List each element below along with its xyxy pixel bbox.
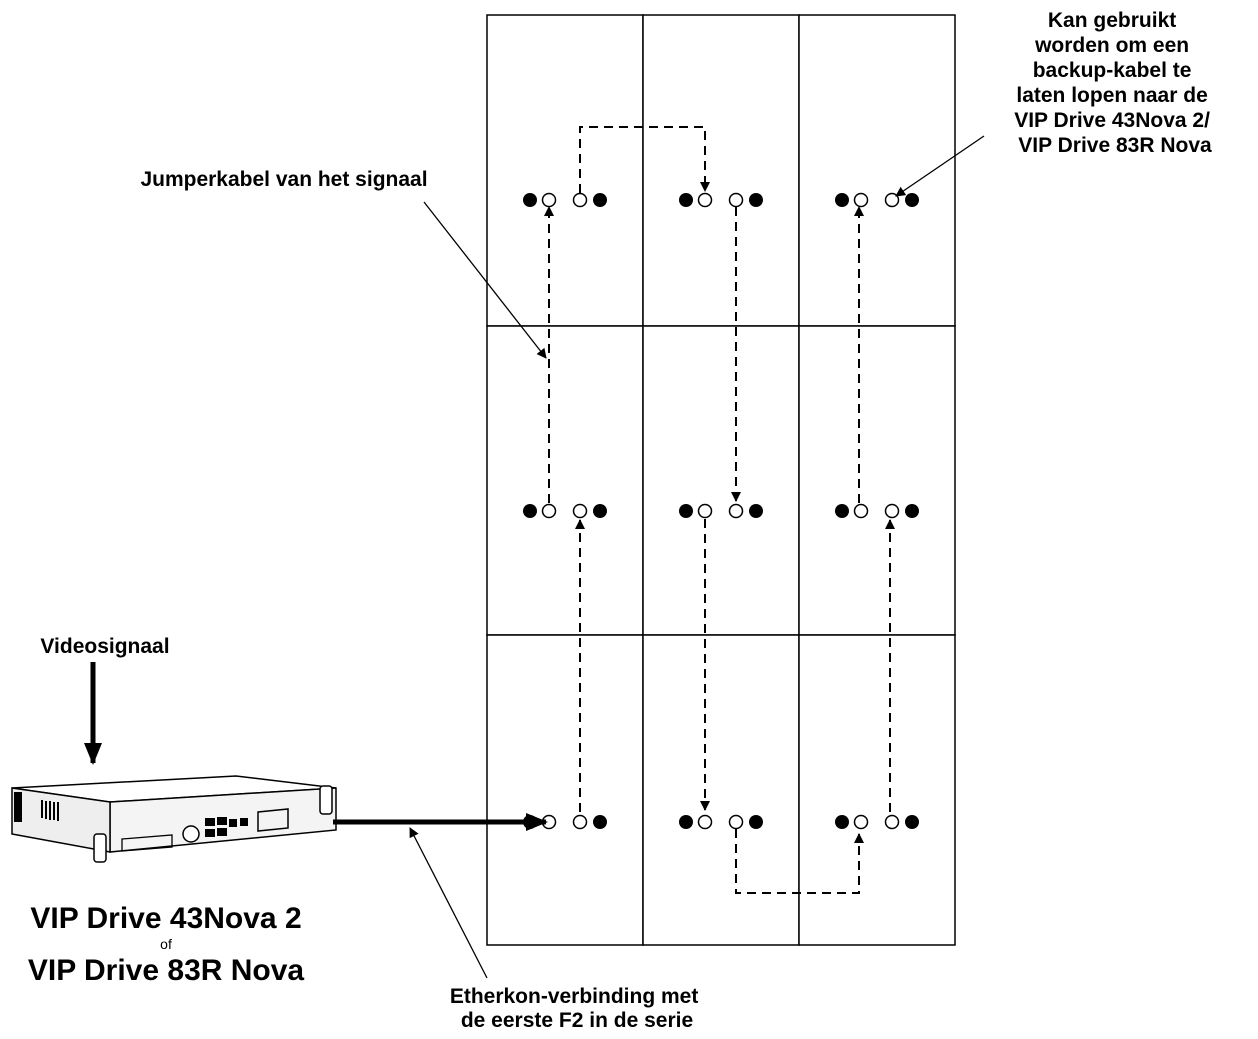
backup-label-leader xyxy=(895,135,985,197)
connector-signal-in xyxy=(697,192,713,208)
panel-r3-c1 xyxy=(486,634,644,946)
controller-or-label: of xyxy=(160,936,172,952)
connector-pin-filled xyxy=(905,193,919,207)
connector-signal-in xyxy=(853,192,869,208)
connector-pin-filled xyxy=(523,504,537,518)
connector-pin-filled xyxy=(905,504,919,518)
etherkon-label: Etherkon-verbinding met de eerste F2 in … xyxy=(450,985,704,1032)
connector-pin-filled xyxy=(749,504,763,518)
connector-signal-out xyxy=(884,192,900,208)
connector-signal-in xyxy=(853,814,869,830)
backup-cable-label-line: VIP Drive 43Nova 2/ xyxy=(1014,109,1210,132)
panel-r3-c2 xyxy=(642,634,800,946)
connector-signal-out xyxy=(572,503,588,519)
connector-signal-out xyxy=(884,814,900,830)
connector-signal-in xyxy=(697,503,713,519)
jumper-label-leader xyxy=(423,201,547,359)
connector-signal-out xyxy=(572,814,588,830)
connector-signal-in xyxy=(697,814,713,830)
processor-device-icon xyxy=(11,775,337,863)
panel-connectors xyxy=(523,192,919,830)
connector-pin-filled xyxy=(749,193,763,207)
jumper-cable-routing xyxy=(544,126,895,894)
backup-cable-label-line: VIP Drive 83R Nova xyxy=(1018,134,1212,157)
panel-r2-c2 xyxy=(642,325,800,636)
jumper-c2-bottom-to-c3-bottom xyxy=(735,829,864,894)
connector-signal-in xyxy=(541,192,557,208)
connector-pin-filled xyxy=(679,504,693,518)
connector-signal-out xyxy=(728,503,744,519)
backup-cable-label-line: Kan gebruikt xyxy=(1048,9,1176,32)
connector-signal-out xyxy=(728,814,744,830)
backup-cable-label: Kan gebruikt worden om een backup-kabel … xyxy=(1014,9,1216,157)
connector-pin-filled xyxy=(593,193,607,207)
backup-cable-label-line: backup-kabel te xyxy=(1033,59,1192,82)
connector-pin-filled xyxy=(835,193,849,207)
etherkon-label-leader xyxy=(409,827,488,979)
connector-signal-out xyxy=(884,503,900,519)
jumper-cable-label: Jumperkabel van het signaal xyxy=(140,168,427,191)
backup-cable-label-line: laten lopen naar de xyxy=(1016,84,1207,107)
etherkon-label-line: Etherkon-verbinding met xyxy=(450,985,699,1008)
connector-pin-filled xyxy=(523,193,537,207)
connector-pin-filled xyxy=(835,504,849,518)
panel-r2-c3 xyxy=(798,325,956,636)
panel-r2-c1 xyxy=(486,325,644,636)
connector-signal-in xyxy=(853,503,869,519)
controller-name-1: VIP Drive 43Nova 2 xyxy=(30,902,301,935)
connector-pin-filled xyxy=(679,193,693,207)
video-signal-label: Videosignaal xyxy=(40,635,169,658)
controller-name-2: VIP Drive 83R Nova xyxy=(28,954,305,987)
led-panel-wall xyxy=(486,14,956,946)
connector-pin-filled xyxy=(835,815,849,829)
panel-r3-c3 xyxy=(798,634,956,946)
connector-pin-filled xyxy=(679,815,693,829)
connector-pin-filled xyxy=(593,504,607,518)
connector-signal-in xyxy=(541,503,557,519)
connector-pin-filled xyxy=(905,815,919,829)
connector-signal-out xyxy=(728,192,744,208)
connector-signal-out xyxy=(572,192,588,208)
panel-r1-c3 xyxy=(798,14,956,327)
connector-pin-filled xyxy=(749,815,763,829)
connector-pin-filled xyxy=(593,815,607,829)
jumper-c1-top-to-c2-top xyxy=(579,126,710,193)
panel-r1-c2 xyxy=(642,14,800,327)
backup-cable-label-line: worden om een xyxy=(1034,34,1189,57)
etherkon-label-line: de eerste F2 in de serie xyxy=(461,1009,693,1032)
panel-r1-c1 xyxy=(486,14,644,327)
